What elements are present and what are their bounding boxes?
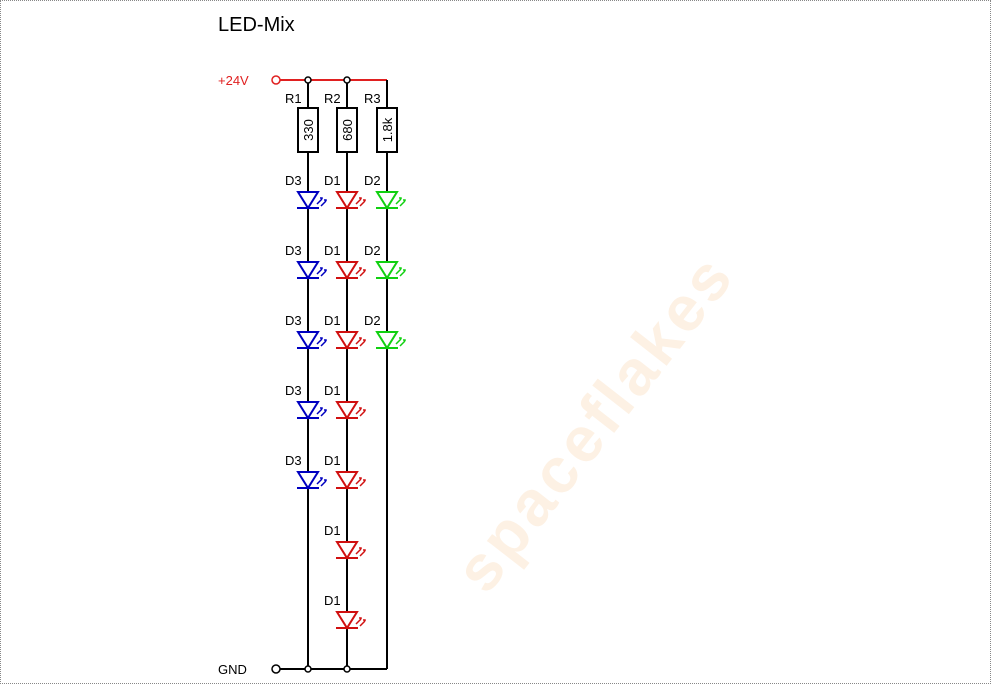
led-icon [296,471,320,490]
led-label: D1 [324,383,341,398]
led-background [337,331,357,349]
led-icon [335,191,359,210]
led-background [298,331,318,349]
resistor-value: 1.8k [380,117,395,142]
resistor-value: 330 [301,119,316,141]
junction-dot [343,665,351,673]
led-background [337,541,357,559]
resistor [297,107,319,153]
led-icon [335,401,359,420]
led-icon [296,261,320,280]
led-label: D1 [324,453,341,468]
led-background [298,471,318,489]
led-background [298,261,318,279]
led-background [337,191,357,209]
ground-label: GND [218,662,247,677]
led-background [337,401,357,419]
led-label: D2 [364,173,381,188]
junction-dot [343,76,351,84]
light-arrows-icon [355,407,366,417]
led-icon [296,191,320,210]
led-label: D3 [285,383,302,398]
led-label: D3 [285,243,302,258]
led-label: D1 [324,173,341,188]
led-label: D3 [285,453,302,468]
light-arrows-icon [316,197,327,207]
led-background [337,261,357,279]
led-icon [296,401,320,420]
light-arrows-icon [355,337,366,347]
resistor-value: 680 [340,119,355,141]
led-label: D2 [364,313,381,328]
light-arrows-icon [355,477,366,487]
junction-dot [304,76,312,84]
led-icon [375,331,399,350]
supply-terminal [271,75,281,85]
light-arrows-icon [355,267,366,277]
led-icon [335,261,359,280]
resistor-label: R3 [364,91,381,106]
resistor [376,107,398,153]
led-background [337,471,357,489]
led-icon [375,191,399,210]
led-label: D2 [364,243,381,258]
led-background [377,331,397,349]
light-arrows-icon [355,617,366,627]
led-icon [375,261,399,280]
supply-label: +24V [218,73,249,88]
led-background [377,191,397,209]
light-arrows-icon [395,197,406,207]
diagram-title: LED-Mix [218,14,295,36]
led-background [298,191,318,209]
light-arrows-icon [355,547,366,557]
led-background [337,611,357,629]
led-icon [335,541,359,560]
light-arrows-icon [316,267,327,277]
led-icon [335,331,359,350]
junction-dot [304,665,312,673]
ground-terminal [271,664,281,674]
led-background [377,261,397,279]
led-label: D1 [324,523,341,538]
light-arrows-icon [316,407,327,417]
led-label: D1 [324,593,341,608]
led-label: D1 [324,243,341,258]
led-label: D1 [324,313,341,328]
led-icon [335,611,359,630]
resistor [336,107,358,153]
resistor-label: R2 [324,91,341,106]
led-background [298,401,318,419]
light-arrows-icon [395,267,406,277]
light-arrows-icon [395,337,406,347]
light-arrows-icon [316,337,327,347]
light-arrows-icon [355,197,366,207]
led-icon [296,331,320,350]
light-arrows-icon [316,477,327,487]
led-label: D3 [285,313,302,328]
led-label: D3 [285,173,302,188]
led-icon [335,471,359,490]
resistor-label: R1 [285,91,302,106]
